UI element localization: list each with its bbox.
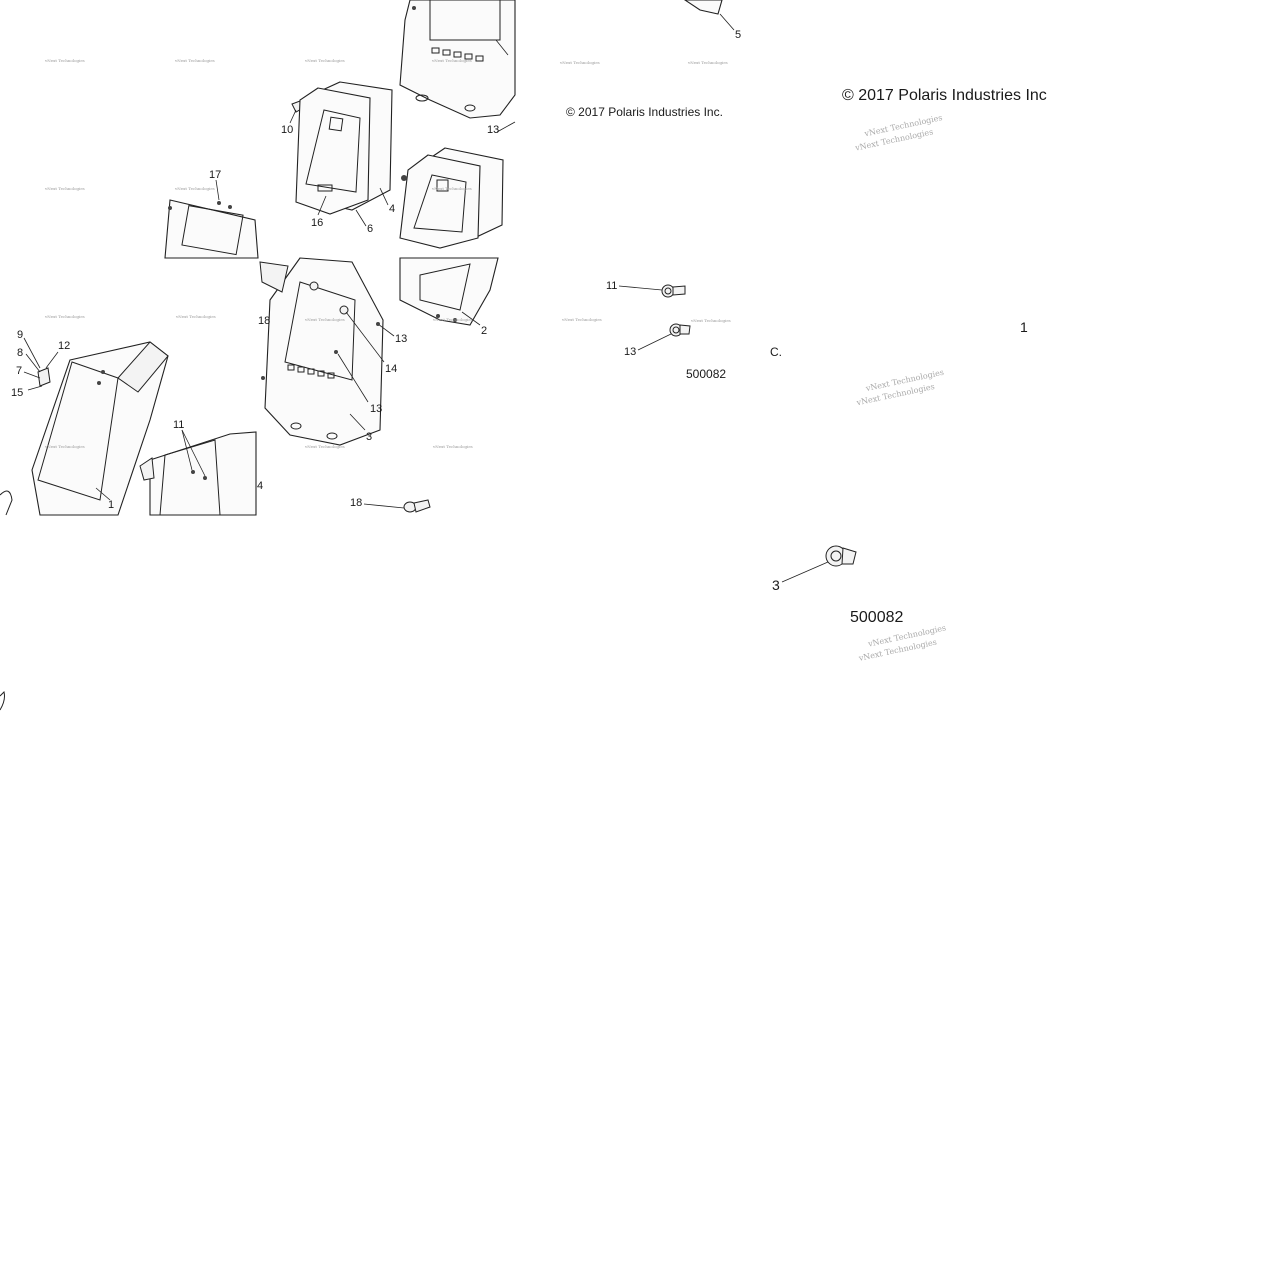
callout-13: 13 <box>624 346 636 358</box>
callout-18: 18 <box>350 497 362 509</box>
bolt-18: 18 <box>350 497 431 513</box>
tile-middle-center: 11 13 500082 vNext Technologies vNext Te… <box>561 280 731 381</box>
watermark-large: vNext Technologies vNext Technologies <box>855 368 945 408</box>
part-fragment-edge <box>0 490 13 516</box>
bolt-13: 13 <box>624 323 691 358</box>
vent-slots <box>287 364 335 379</box>
tile-top-left: 10 16 6 4 13 5 <box>44 0 741 259</box>
part-fragment <box>684 0 723 15</box>
watermark: vNext Technologies <box>44 314 85 319</box>
watermark-large: vNext Technologies vNext Technologies <box>857 623 947 663</box>
watermark: vNext Technologies <box>561 317 602 322</box>
callout-16: 16 <box>311 217 323 229</box>
tile-top-right: © 2017 Polaris Industries Inc vNext Tech… <box>842 87 1047 153</box>
callout-11: 11 <box>606 280 617 292</box>
part-number-small: 500082 <box>686 367 726 381</box>
watermark: vNext Technologies <box>304 58 345 63</box>
lid-latch <box>436 179 449 192</box>
callout-18: 18 <box>258 315 270 327</box>
watermark: vNext Technologies <box>690 318 731 323</box>
callout-5: 5 <box>735 29 741 41</box>
panel-bracket-17: 17 <box>164 169 259 259</box>
callout-13: 13 <box>487 124 499 136</box>
storage-lid-right <box>399 147 504 249</box>
callout-1-large: 1 <box>1020 319 1028 335</box>
mount-tab-hole <box>415 94 429 102</box>
watermark: vNext Technologies <box>431 58 472 63</box>
watermark-large: vNext Technologies vNext Technologies <box>853 113 943 153</box>
watermark: vNext Technologies <box>174 186 215 191</box>
watermark: vNext Technologies <box>44 444 85 449</box>
knob-fastener <box>401 175 407 181</box>
callout-15: 15 <box>11 387 23 399</box>
callout-7: 7 <box>16 365 22 377</box>
storage-bin-2: 2 <box>399 257 499 337</box>
callout-1: 1 <box>108 499 114 511</box>
watermark: vNext Technologies <box>559 60 600 65</box>
watermark: vNext Technologies <box>687 60 728 65</box>
storage-bin-1: 1 <box>31 341 169 516</box>
watermark: vNext Technologies <box>431 186 472 191</box>
lid-seal-6 <box>295 87 371 215</box>
part-number-large: 500082 <box>850 609 903 626</box>
tile-middle-right: 1 C. vNext Technologies vNext Technologi… <box>770 319 1028 663</box>
watermark: vNext Technologies <box>174 58 215 63</box>
storage-bin-lower: 11 4 <box>139 419 263 516</box>
hinge-block <box>259 261 289 293</box>
callout-17: 17 <box>209 169 221 181</box>
panel-bracket-upper <box>399 0 516 119</box>
mount-tab-hole <box>464 104 476 112</box>
callout-4: 4 <box>257 480 263 492</box>
panel-window-14 <box>284 281 356 381</box>
storage-lid-assembly <box>295 81 393 215</box>
lid-panel <box>305 109 361 193</box>
callout-13: 13 <box>370 403 382 415</box>
panel-bracket-3 <box>259 257 384 446</box>
callout-9: 9 <box>17 329 23 341</box>
copyright-large: © 2017 Polaris Industries Inc <box>842 87 1047 104</box>
callout-12: 12 <box>58 340 70 352</box>
watermark: vNext Technologies <box>304 317 345 322</box>
watermark: vNext Technologies <box>44 58 85 63</box>
bolt-11: 11 <box>606 280 686 298</box>
watermark: vNext Technologies <box>44 186 85 191</box>
latch-hardware: 9 8 7 12 15 <box>11 329 70 399</box>
callout-3-large: 3 <box>772 577 780 593</box>
callout-3: 3 <box>366 431 372 443</box>
fastener-dot <box>412 6 416 10</box>
copyright-small: © 2017 Polaris Industries Inc. <box>566 105 723 119</box>
tile-top-middle: © 2017 Polaris Industries Inc. vNext Tec… <box>559 0 735 119</box>
tile-middle-left: 9 8 7 12 15 1 11 4 <box>11 257 499 516</box>
watermark: vNext Technologies <box>175 314 216 319</box>
label-16 <box>317 184 333 192</box>
callout-4: 4 <box>389 203 395 215</box>
callout-6: 6 <box>367 223 373 235</box>
bolt-3-large: 3 <box>772 545 857 593</box>
callout-13: 13 <box>395 333 407 345</box>
watermark: vNext Technologies <box>432 444 473 449</box>
callout-10: 10 <box>281 124 293 136</box>
callout-11: 11 <box>173 419 184 431</box>
callout-14: 14 <box>385 363 397 375</box>
watermark: vNext Technologies <box>432 317 473 322</box>
callout-fragment: C. <box>770 345 782 359</box>
callout-2: 2 <box>481 325 487 337</box>
vent-slots-upper <box>431 47 484 62</box>
part-fragment-edge <box>0 691 5 711</box>
watermark: vNext Technologies <box>304 444 345 449</box>
panel-window-upper <box>429 0 501 41</box>
lid-latch <box>328 116 344 132</box>
callout-8: 8 <box>17 347 23 359</box>
